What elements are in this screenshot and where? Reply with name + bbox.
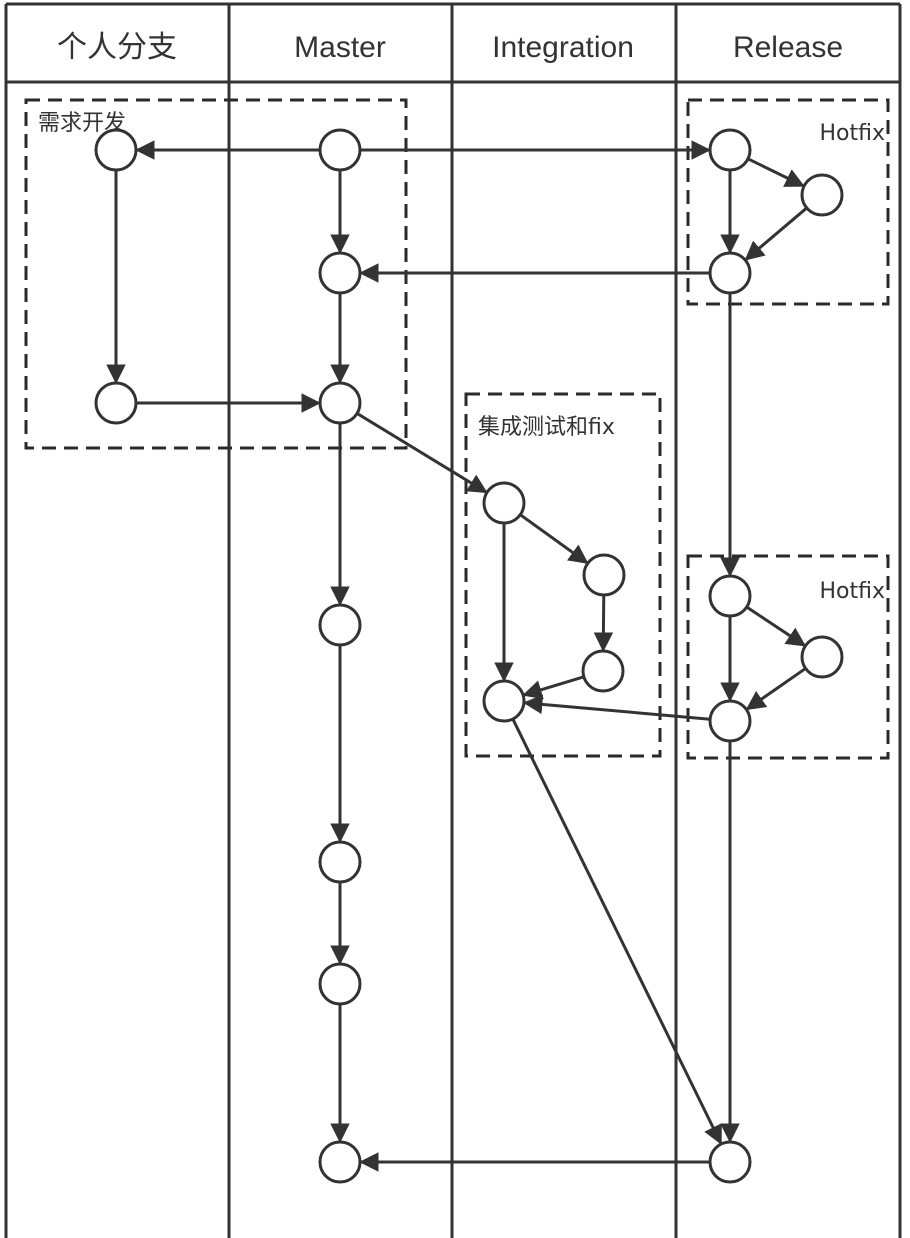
group-labels: 需求开发 集成测试和fix Hotfix Hotfix <box>38 111 885 604</box>
arrow-i3-to-i4 <box>522 675 585 700</box>
commit-node-release-r3 <box>708 574 752 618</box>
commit-node-integration-i1 <box>482 481 526 525</box>
arrow-m3-to-i1 <box>356 412 488 494</box>
lane-header-release: Release <box>733 31 843 64</box>
commit-node-release-r5 <box>708 1140 752 1184</box>
commit-node-personal-p1 <box>94 128 138 172</box>
commit-node-release-r4 <box>708 699 752 743</box>
commit-node-release-rh2 <box>800 635 844 679</box>
lane-header-integration: Integration <box>492 31 634 64</box>
lane-header-master: Master <box>294 31 386 64</box>
commit-node-master-m6 <box>318 962 362 1006</box>
arrow-i4-to-r5 <box>511 718 723 1145</box>
group-label-integration-test: 集成测试和fix <box>478 415 615 440</box>
commit-node-integration-i4 <box>482 679 526 723</box>
group-label-hotfix-2: Hotfix <box>819 579 885 604</box>
arrow-rh1-to-r2 <box>744 206 808 261</box>
commit-node-master-m2 <box>318 251 362 295</box>
commit-node-master-m7 <box>318 1140 362 1184</box>
commit-node-personal-p2 <box>94 381 138 425</box>
group-box-hotfix-1 <box>686 98 890 306</box>
group-boxes <box>24 98 890 760</box>
commit-node-master-m1 <box>318 128 362 172</box>
arrow-i1-to-i2 <box>519 513 589 564</box>
commit-node-master-m4 <box>318 603 362 647</box>
swimlane-grid <box>4 2 902 1238</box>
nodes-layer <box>94 128 844 1184</box>
arrow-r1-to-rh1 <box>747 157 805 188</box>
commit-node-release-r2 <box>708 251 752 295</box>
commit-node-release-rh1 <box>800 173 844 217</box>
arrow-rh2-to-r4 <box>745 667 807 711</box>
commit-node-release-r1 <box>708 128 752 172</box>
group-box-integration-test <box>464 392 662 758</box>
commit-node-master-m5 <box>318 840 362 884</box>
commit-node-integration-i3 <box>581 649 625 693</box>
lane-headers: 个人分支 Master Integration Release <box>57 31 843 64</box>
lane-header-personal: 个人分支 <box>57 31 177 64</box>
commit-node-integration-i2 <box>582 553 626 597</box>
arrow-r4-to-i4 <box>522 694 711 721</box>
arrow-r3-to-rh2 <box>745 605 807 647</box>
edges-layer <box>106 140 808 1172</box>
group-label-hotfix-1: Hotfix <box>819 121 885 146</box>
group-box-hotfix-2 <box>686 554 890 760</box>
arrow-i2-to-i3 <box>593 594 614 652</box>
commit-node-master-m3 <box>318 381 362 425</box>
